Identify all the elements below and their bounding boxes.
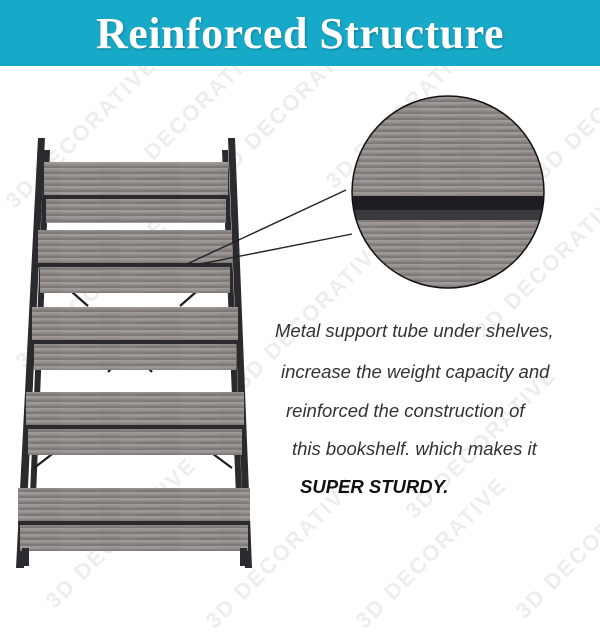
page-title: Reinforced Structure — [96, 8, 504, 58]
frame-feet — [22, 548, 247, 566]
header-banner: Reinforced Structure — [0, 0, 600, 66]
shelf-tier-5 — [18, 488, 250, 551]
shelf-tier-4 — [26, 392, 244, 455]
zoom-callout-circle — [352, 96, 544, 288]
shelf-tier-2 — [38, 230, 232, 293]
shelf-tier-1 — [44, 162, 228, 223]
shelf-tier-3 — [32, 307, 238, 370]
callout-leader-lines — [186, 189, 353, 267]
shelf-illustration — [16, 95, 545, 568]
